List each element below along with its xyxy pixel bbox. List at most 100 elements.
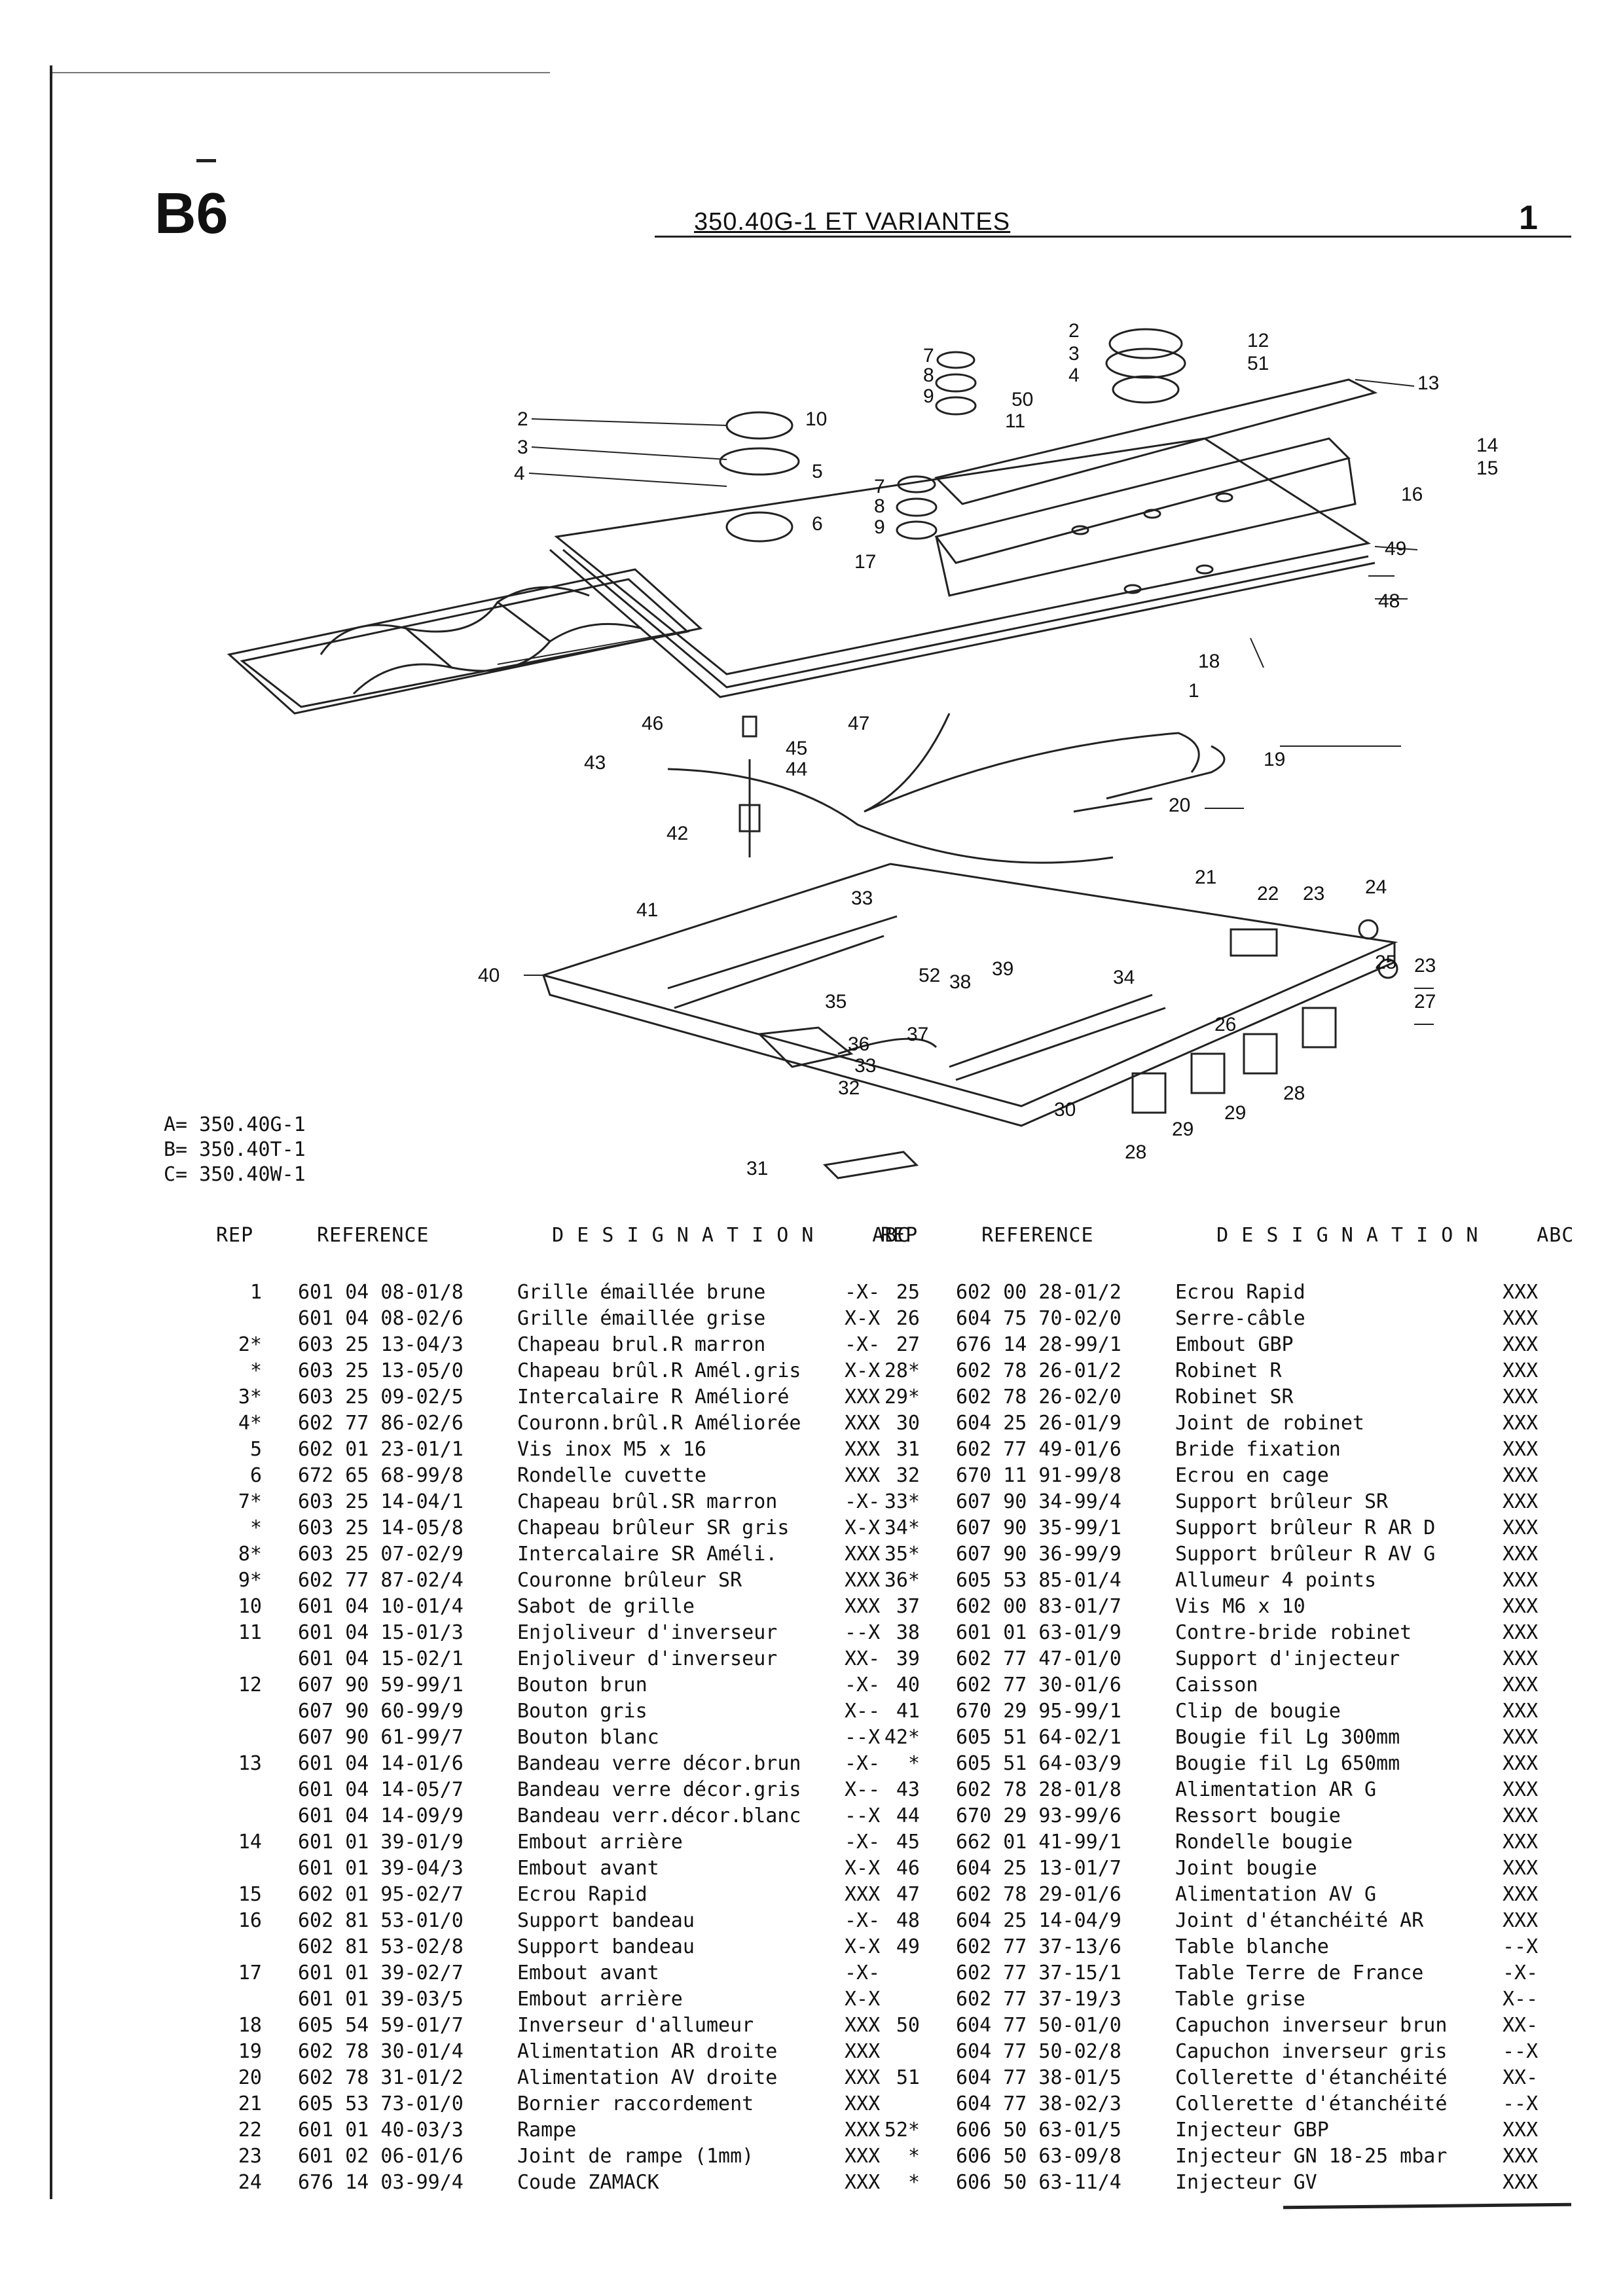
designation-cell: Support brûleur SR (1175, 1490, 1389, 1513)
reference-cell: 604 25 13-01/7 (956, 1857, 1122, 1880)
rep-cell: 25 (896, 1281, 920, 1304)
designation-cell: Alimentation AR droite (517, 2040, 778, 2063)
designation-cell: Support brûleur R AV G (1175, 1543, 1436, 1566)
reference-cell: 602 77 37-19/3 (956, 1988, 1122, 2011)
designation-cell: Support bandeau (517, 1935, 695, 1958)
callout-23b: 23 (1414, 955, 1436, 977)
designation-cell: Serre-câble (1175, 1307, 1305, 1330)
burner-large-left (719, 411, 800, 543)
abc-cell: --X (845, 1804, 881, 1827)
col-rep: REP (881, 1224, 919, 1247)
rep-cell: 52* (884, 2119, 920, 2142)
abc-cell: -X- (845, 1752, 881, 1775)
burner-small-rear (935, 351, 977, 416)
designation-cell: Contre-bride robinet (1175, 1621, 1412, 1644)
designation-cell: Robinet R (1175, 1359, 1282, 1382)
abc-cell: XXX (845, 1883, 881, 1906)
rep-cell: * (907, 2145, 920, 2168)
designation-cell: Support d'injecteur (1175, 1647, 1400, 1670)
rep-cell: 20 (238, 2066, 262, 2089)
rep-cell: 39 (896, 1647, 920, 1670)
rep-cell: 45 (896, 1831, 920, 1854)
abc-cell: XXX (1503, 2145, 1539, 2168)
col-designation: D E S I G N A T I O N (552, 1224, 814, 1247)
rep-cell: 50 (896, 2014, 920, 2037)
callout-15: 15 (1476, 457, 1498, 479)
designation-cell: Bandeau verr.décor.blanc (517, 1804, 801, 1827)
callout-35: 35 (825, 991, 847, 1013)
callout-14: 14 (1476, 435, 1498, 456)
rep-cell: 32 (896, 1464, 920, 1487)
rep-cell: 11 (238, 1621, 262, 1644)
designation-cell: Capuchon inverseur brun (1175, 2014, 1448, 2037)
reference-cell: 607 90 60-99/9 (298, 1700, 464, 1723)
rep-cell: 21 (238, 2092, 262, 2115)
abc-cell: XXX (1503, 1412, 1539, 1435)
rep-cell: 17 (238, 1962, 262, 1984)
callout-37: 37 (907, 1024, 928, 1045)
designation-cell: Bornier raccordement (517, 2092, 754, 2115)
reference-cell: 602 00 28-01/2 (956, 1281, 1122, 1304)
reference-cell: 601 04 08-02/6 (298, 1307, 464, 1330)
rep-cell: 9* (238, 1569, 262, 1592)
callout-42: 42 (666, 823, 688, 844)
reference-cell: 602 77 47-01/0 (956, 1647, 1122, 1670)
section-mark (196, 159, 216, 162)
rep-cell: 19 (238, 2040, 262, 2063)
callout-3b: 3 (1068, 343, 1080, 365)
footer-rule (1283, 2202, 1572, 2210)
callout-39: 39 (992, 958, 1013, 980)
reference-cell: 606 50 63-01/5 (956, 2119, 1122, 2142)
designation-cell: Alimentation AR G (1175, 1778, 1377, 1801)
abc-cell: XXX (845, 1464, 881, 1487)
designation-cell: Ecrou en cage (1175, 1464, 1329, 1487)
callout-20: 20 (1169, 795, 1190, 816)
reference-cell: 601 02 06-01/6 (298, 2145, 464, 2168)
reference-cell: 606 50 63-11/4 (956, 2171, 1122, 2194)
reference-cell: 605 53 73-01/0 (298, 2092, 464, 2115)
reference-cell: 605 51 64-02/1 (956, 1726, 1122, 1749)
reference-cell: 604 77 38-02/3 (956, 2092, 1122, 2115)
variant-a: A= 350.40G-1 (164, 1113, 306, 1136)
callout-32: 32 (838, 1077, 860, 1099)
callout-26: 26 (1214, 1014, 1236, 1035)
rep-cell: 37 (896, 1595, 920, 1618)
designation-cell: Ecrou Rapid (1175, 1281, 1305, 1304)
reference-cell: 602 77 37-15/1 (956, 1962, 1122, 1984)
callout-47: 47 (848, 713, 869, 734)
designation-cell: Bougie fil Lg 650mm (1175, 1752, 1400, 1775)
designation-cell: Vis M6 x 10 (1175, 1595, 1305, 1618)
abc-cell: XXX (1503, 1804, 1539, 1827)
reference-cell: 602 81 53-02/8 (298, 1935, 464, 1958)
abc-cell: XXX (1503, 1543, 1539, 1566)
callout-23: 23 (1303, 883, 1324, 905)
abc-cell: X-X (845, 1359, 881, 1382)
reference-cell: 604 75 70-02/0 (956, 1307, 1122, 1330)
rep-cell: 51 (896, 2066, 920, 2089)
callout-28b: 28 (1125, 1141, 1146, 1163)
variant-b: B= 350.40T-1 (164, 1138, 306, 1161)
callout-10: 10 (805, 408, 827, 430)
igniter-box (757, 1026, 854, 1068)
callout-18: 18 (1198, 651, 1220, 672)
reference-cell: 602 77 87-02/4 (298, 1569, 464, 1592)
abc-cell: XXX (845, 2171, 881, 2194)
rep-cell: 18 (238, 2014, 262, 2037)
callout-36: 36 (848, 1033, 869, 1055)
abc-cell: XXX (845, 1569, 881, 1592)
abc-cell: XXX (1503, 1307, 1539, 1330)
